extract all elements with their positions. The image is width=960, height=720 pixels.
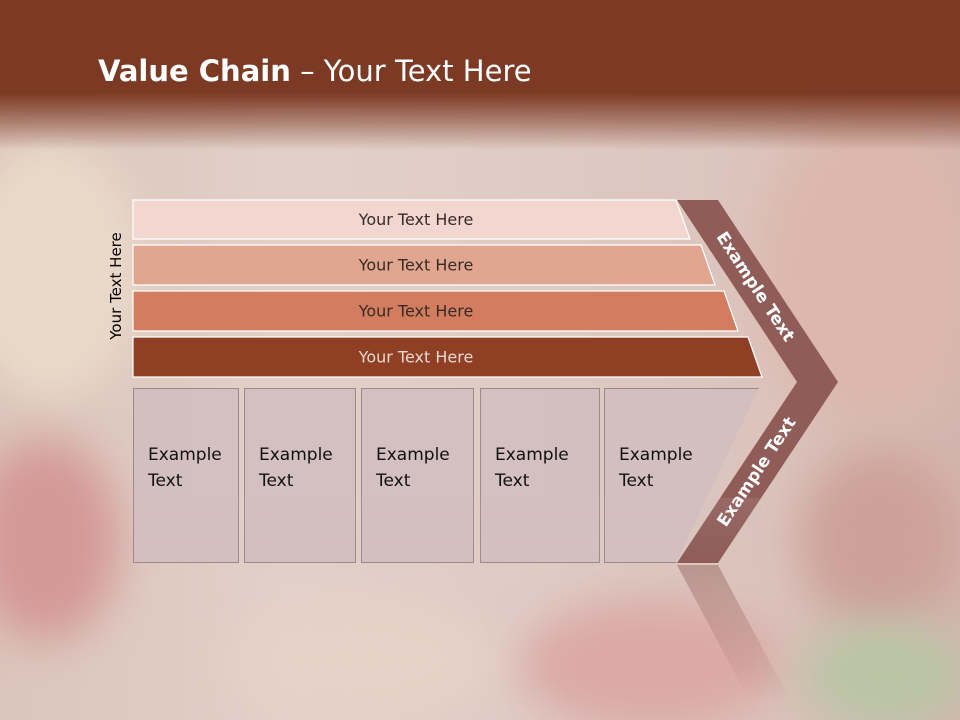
header-band — [0, 0, 960, 150]
title-rest: – Your Text Here — [290, 54, 532, 88]
box-line2: Text — [376, 471, 411, 491]
value-bar-1 — [132, 199, 691, 240]
title-bold: Value Chain — [98, 54, 291, 88]
value-bar-label-2: Your Text Here — [358, 256, 474, 275]
box-line2: Text — [148, 471, 183, 491]
value-bar-4 — [132, 336, 763, 378]
box-line1: Example — [495, 445, 569, 465]
value-bar-label-1: Your Text Here — [358, 210, 474, 229]
box-line1: Example — [619, 445, 693, 465]
value-bar-label-3: Your Text Here — [358, 302, 474, 321]
box-line1: Example — [148, 445, 222, 465]
box-line2: Text — [619, 471, 654, 491]
slide-title: Value Chain – Your Text Here — [98, 54, 532, 88]
chevron-reflection — [677, 565, 790, 700]
box-line1: Example — [259, 445, 333, 465]
value-bar-3 — [132, 290, 739, 332]
box-line2: Text — [259, 471, 294, 491]
box-line2: Text — [495, 471, 530, 491]
value-chevron — [677, 200, 838, 563]
value-bar-label-4: Your Text Here — [358, 348, 474, 367]
box-line1: Example — [376, 445, 450, 465]
value-bar-2 — [132, 244, 716, 286]
